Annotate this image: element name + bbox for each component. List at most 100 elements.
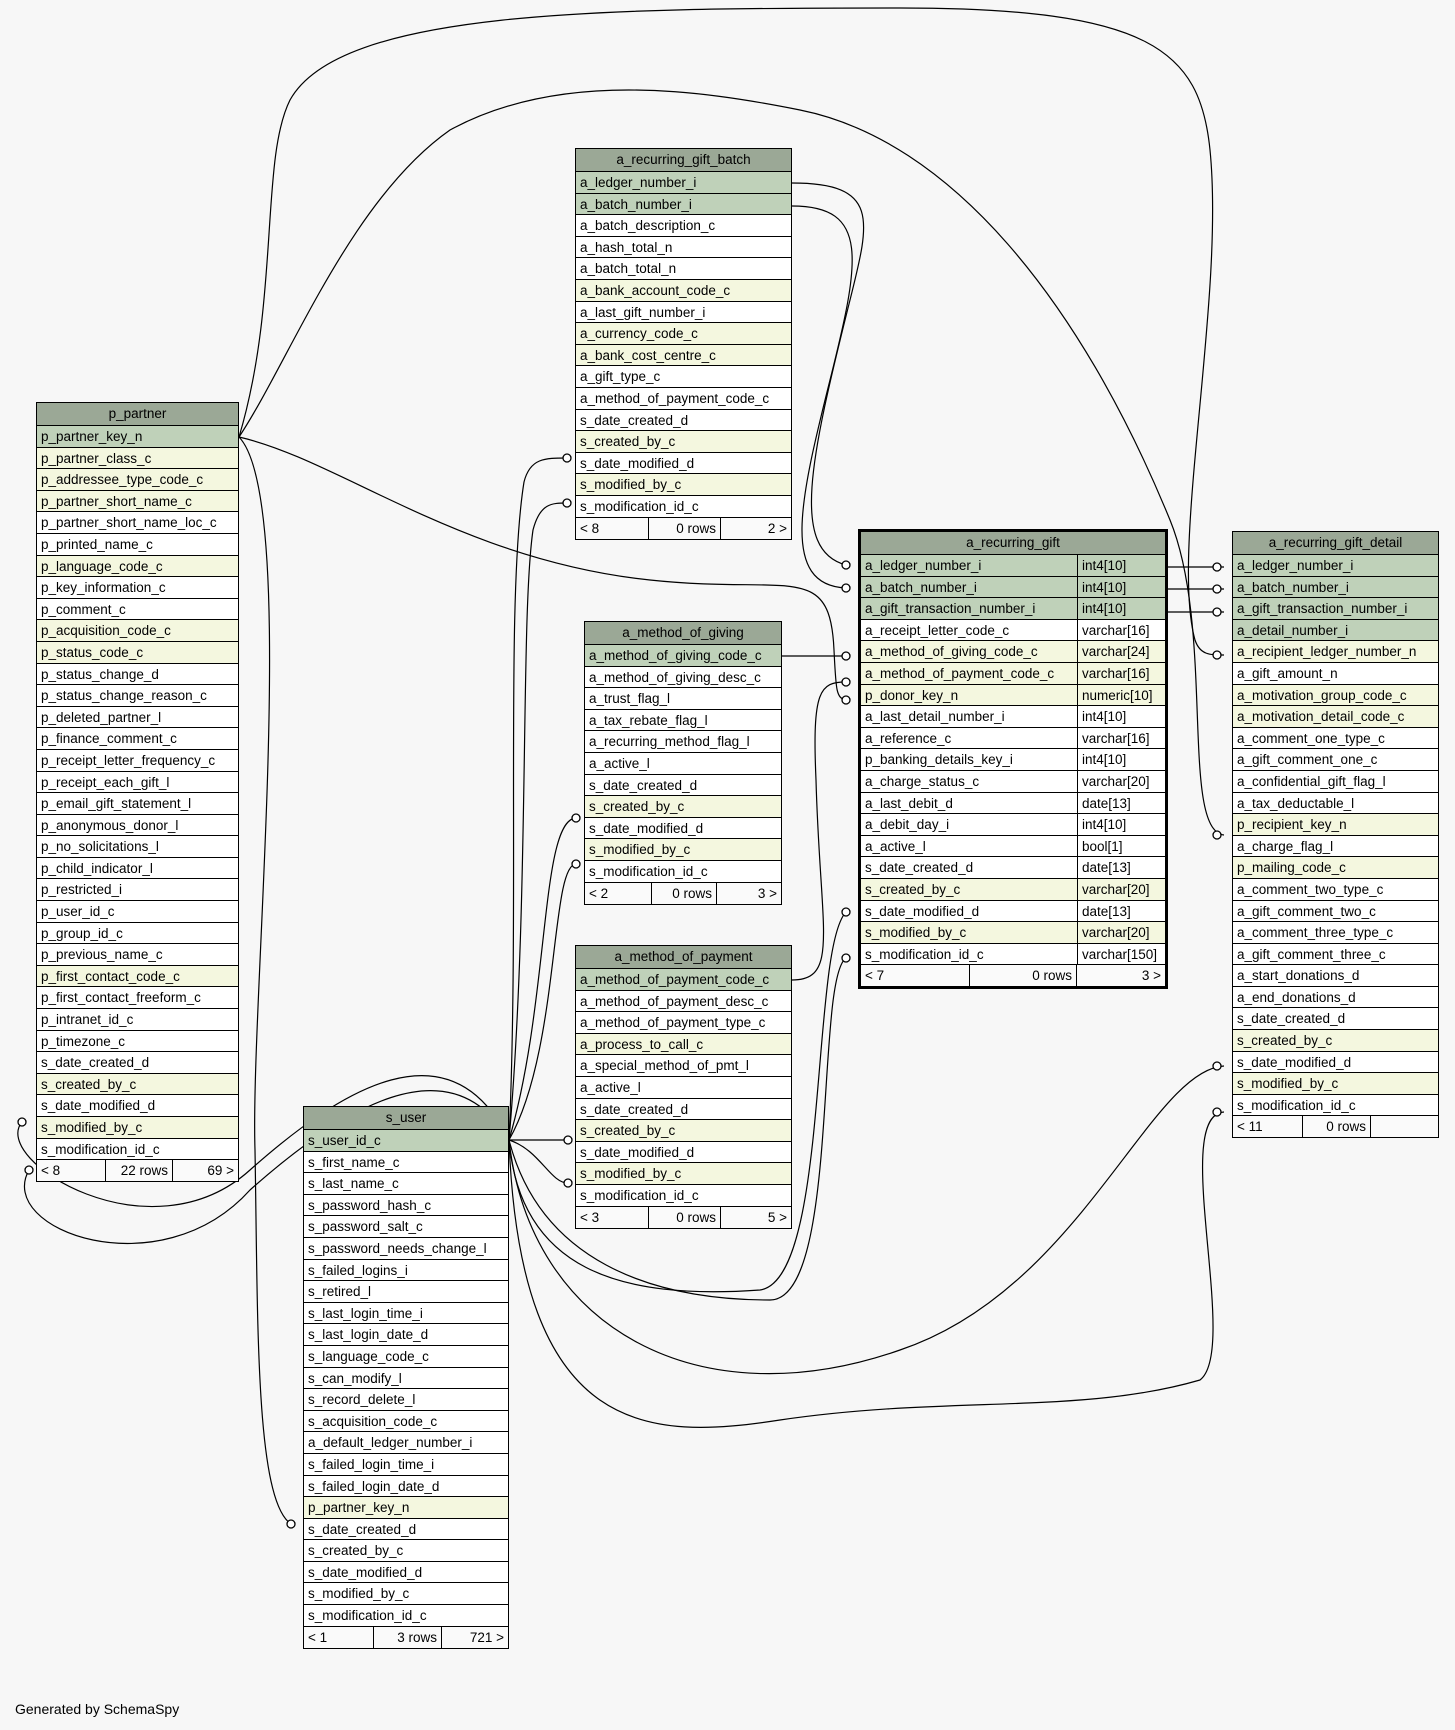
column-row[interactable]: p_recipient_key_n bbox=[1233, 814, 1438, 836]
column-row[interactable]: s_created_by_c bbox=[304, 1540, 508, 1562]
column-row[interactable]: s_acquisition_code_c bbox=[304, 1410, 508, 1433]
column-row[interactable]: s_date_created_d bbox=[1233, 1008, 1438, 1031]
column-row[interactable]: a_default_ledger_number_i bbox=[304, 1432, 508, 1454]
column-row[interactable]: s_failed_logins_i bbox=[304, 1259, 508, 1282]
column-row[interactable]: p_restricted_i bbox=[37, 879, 238, 902]
column-row[interactable]: p_child_indicator_l bbox=[37, 857, 238, 880]
table-title[interactable]: a_recurring_gift_batch bbox=[576, 149, 791, 172]
column-row[interactable]: p_first_contact_freeform_c bbox=[37, 987, 238, 1010]
table-title[interactable]: a_method_of_payment bbox=[576, 946, 791, 969]
column-row[interactable]: a_active_l bbox=[576, 1076, 791, 1099]
column-row[interactable]: s_record_delete_l bbox=[304, 1389, 508, 1411]
column-row[interactable]: s_modified_by_c bbox=[585, 839, 781, 861]
column-row[interactable]: s_modification_id_c bbox=[576, 495, 791, 518]
column-row[interactable]: a_trust_flag_l bbox=[585, 688, 781, 710]
column-row[interactable]: s_first_name_c bbox=[304, 1151, 508, 1174]
column-row[interactable]: s_retired_l bbox=[304, 1281, 508, 1303]
column-row[interactable]: a_method_of_payment_code_c bbox=[576, 969, 791, 991]
column-row[interactable]: s_date_created_d bbox=[585, 774, 781, 797]
column-row[interactable]: p_comment_c bbox=[37, 598, 238, 621]
column-row[interactable]: s_modified_by_c bbox=[1233, 1073, 1438, 1095]
column-row[interactable]: p_status_change_reason_c bbox=[37, 685, 238, 707]
table-title[interactable]: a_recurring_gift bbox=[861, 532, 1165, 555]
table-a-recurring-gift-detail[interactable]: a_recurring_gift_detail a_ledger_number_… bbox=[1232, 531, 1439, 1139]
column-row[interactable]: s_date_created_d bbox=[304, 1518, 508, 1541]
column-row[interactable]: p_finance_comment_c bbox=[37, 728, 238, 750]
column-row[interactable]: a_start_donations_d bbox=[1233, 965, 1438, 987]
column-row[interactable]: s_date_modified_d bbox=[576, 1141, 791, 1164]
column-row[interactable]: s_created_by_c bbox=[1233, 1030, 1438, 1052]
column-row[interactable]: s_modification_id_c bbox=[304, 1605, 508, 1627]
column-row[interactable]: a_batch_description_c bbox=[576, 215, 791, 237]
column-row[interactable]: a_method_of_giving_code_c bbox=[585, 645, 781, 667]
column-row[interactable]: p_mailing_code_c bbox=[1233, 857, 1438, 879]
column-row[interactable]: a_method_of_giving_desc_c bbox=[585, 666, 781, 689]
column-row[interactable]: s_modification_id_c bbox=[1233, 1094, 1438, 1117]
column-row[interactable]: s_modification_id_c bbox=[585, 860, 781, 883]
column-row[interactable]: a_batch_total_n bbox=[576, 258, 791, 280]
column-row[interactable]: a_batch_number_i bbox=[1233, 576, 1438, 599]
table-title[interactable]: a_recurring_gift_detail bbox=[1233, 532, 1438, 555]
column-row[interactable]: p_partner_short_name_loc_c bbox=[37, 512, 238, 534]
table-title[interactable]: s_user bbox=[304, 1107, 508, 1130]
column-row[interactable]: p_user_id_c bbox=[37, 901, 238, 923]
column-row[interactable]: p_email_gift_statement_l bbox=[37, 793, 238, 815]
column-row[interactable]: a_motivation_group_code_c bbox=[1233, 684, 1438, 707]
column-row[interactable]: a_comment_one_type_c bbox=[1233, 727, 1438, 750]
column-row[interactable]: a_motivation_detail_code_c bbox=[1233, 706, 1438, 728]
column-row[interactable]: s_created_by_c bbox=[585, 796, 781, 818]
column-row[interactable]: a_special_method_of_pmt_l bbox=[576, 1055, 791, 1077]
column-row[interactable]: a_tax_rebate_flag_l bbox=[585, 709, 781, 732]
column-row[interactable]: a_bank_account_code_c bbox=[576, 279, 791, 302]
column-row[interactable]: a_bank_cost_centre_c bbox=[576, 344, 791, 367]
column-row[interactable]: a_currency_code_c bbox=[576, 323, 791, 345]
table-a-method-of-payment[interactable]: a_method_of_payment a_method_of_payment_… bbox=[575, 945, 792, 1229]
column-row[interactable]: s_date_modified_d bbox=[37, 1095, 238, 1117]
column-row[interactable]: a_gift_transaction_number_i bbox=[1233, 598, 1438, 620]
column-row[interactable]: p_partner_key_n bbox=[304, 1497, 508, 1519]
column-row[interactable]: a_method_of_payment_desc_c bbox=[576, 990, 791, 1013]
column-row[interactable]: a_gift_type_c bbox=[576, 366, 791, 388]
column-row[interactable]: p_partner_key_n bbox=[37, 426, 238, 448]
column-row[interactable]: p_first_contact_code_c bbox=[37, 965, 238, 988]
column-row[interactable]: s_date_modified_d bbox=[585, 817, 781, 840]
column-row[interactable]: a_ledger_number_i bbox=[576, 172, 791, 194]
column-row[interactable]: a_last_gift_number_i bbox=[576, 301, 791, 324]
column-row[interactable]: s_password_needs_change_l bbox=[304, 1237, 508, 1260]
column-row[interactable]: s_created_by_c bbox=[37, 1073, 238, 1096]
column-row[interactable]: s_language_code_c bbox=[304, 1345, 508, 1368]
column-row[interactable]: p_deleted_partner_l bbox=[37, 706, 238, 729]
column-row[interactable]: p_receipt_letter_frequency_c bbox=[37, 749, 238, 772]
column-row[interactable]: s_password_hash_c bbox=[304, 1194, 508, 1217]
column-row[interactable]: p_key_information_c bbox=[37, 577, 238, 599]
table-a-method-of-giving[interactable]: a_method_of_giving a_method_of_giving_co… bbox=[584, 621, 782, 905]
column-row[interactable]: s_last_login_date_d bbox=[304, 1324, 508, 1346]
column-row[interactable]: a_comment_two_type_c bbox=[1233, 878, 1438, 901]
column-row[interactable]: s_modification_id_c bbox=[576, 1184, 791, 1207]
column-row[interactable]: s_created_by_c bbox=[576, 431, 791, 453]
column-row[interactable]: s_modified_by_c bbox=[576, 474, 791, 496]
column-row[interactable]: p_receipt_each_gift_l bbox=[37, 771, 238, 794]
column-row[interactable]: s_last_name_c bbox=[304, 1173, 508, 1195]
column-row[interactable]: p_previous_name_c bbox=[37, 944, 238, 966]
column-row[interactable]: s_can_modify_l bbox=[304, 1367, 508, 1390]
column-row[interactable]: p_addressee_type_code_c bbox=[37, 469, 238, 491]
column-row[interactable]: p_language_code_c bbox=[37, 555, 238, 578]
column-row[interactable]: s_modified_by_c bbox=[304, 1583, 508, 1606]
column-row[interactable]: a_process_to_call_c bbox=[576, 1033, 791, 1056]
column-row[interactable]: a_recurring_method_flag_l bbox=[585, 731, 781, 753]
